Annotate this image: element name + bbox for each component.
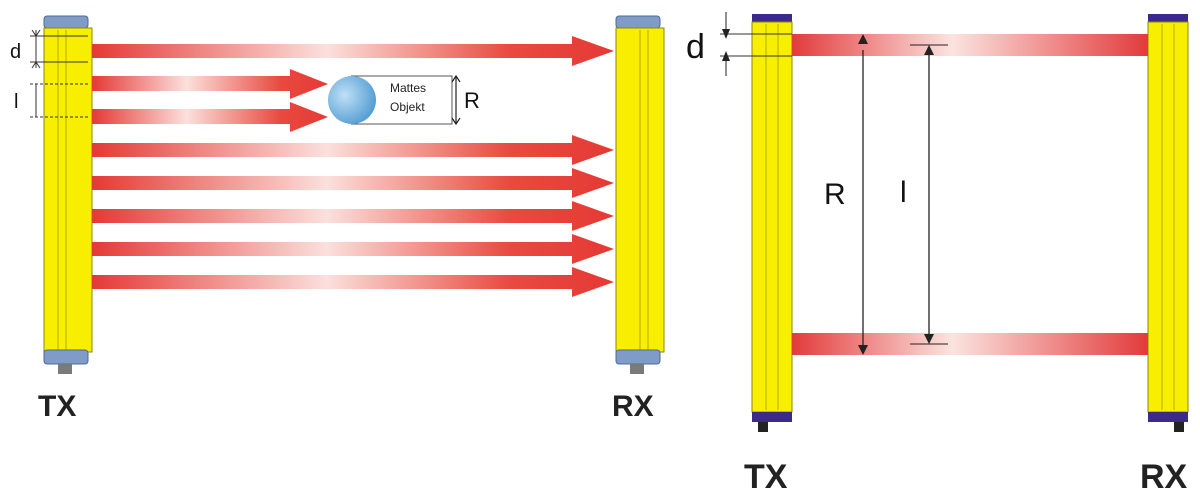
right-d-dimension [720, 12, 792, 76]
right-l-dimension [910, 44, 948, 345]
object-label-line2: Objekt [390, 100, 425, 114]
right-beam-top [792, 34, 1148, 56]
right-rx-label: RX [1140, 458, 1188, 492]
left-label-r: R [464, 88, 480, 113]
beam-7 [92, 234, 614, 264]
beam-5 [92, 168, 614, 198]
beam-1 [92, 36, 614, 66]
beam-8 [92, 267, 614, 297]
left-dimension-marks [30, 29, 88, 118]
right-r-dimension [858, 34, 868, 355]
beam-6 [92, 201, 614, 231]
right-beam-bottom [792, 333, 1148, 355]
right-label-d: d [686, 28, 705, 66]
right-rx-housing [1147, 14, 1189, 432]
beam-2-blocked [92, 69, 328, 99]
beam-4 [92, 135, 614, 165]
left-tx-housing [43, 15, 93, 374]
right-tx-label: TX [744, 458, 788, 492]
left-tx-label: TX [38, 390, 76, 423]
right-beams [792, 34, 1148, 355]
left-rx-label: RX [612, 390, 654, 423]
object-label-line1: Mattes [390, 81, 426, 95]
matte-object [328, 74, 461, 126]
left-rx-housing [615, 15, 665, 374]
left-beams [92, 36, 614, 297]
left-label-l: l [14, 91, 18, 113]
beam-3-blocked [92, 102, 328, 132]
right-tx-housing [751, 14, 793, 432]
right-label-r: R [824, 178, 846, 211]
right-label-l: l [900, 176, 907, 209]
left-label-d: d [10, 41, 21, 63]
